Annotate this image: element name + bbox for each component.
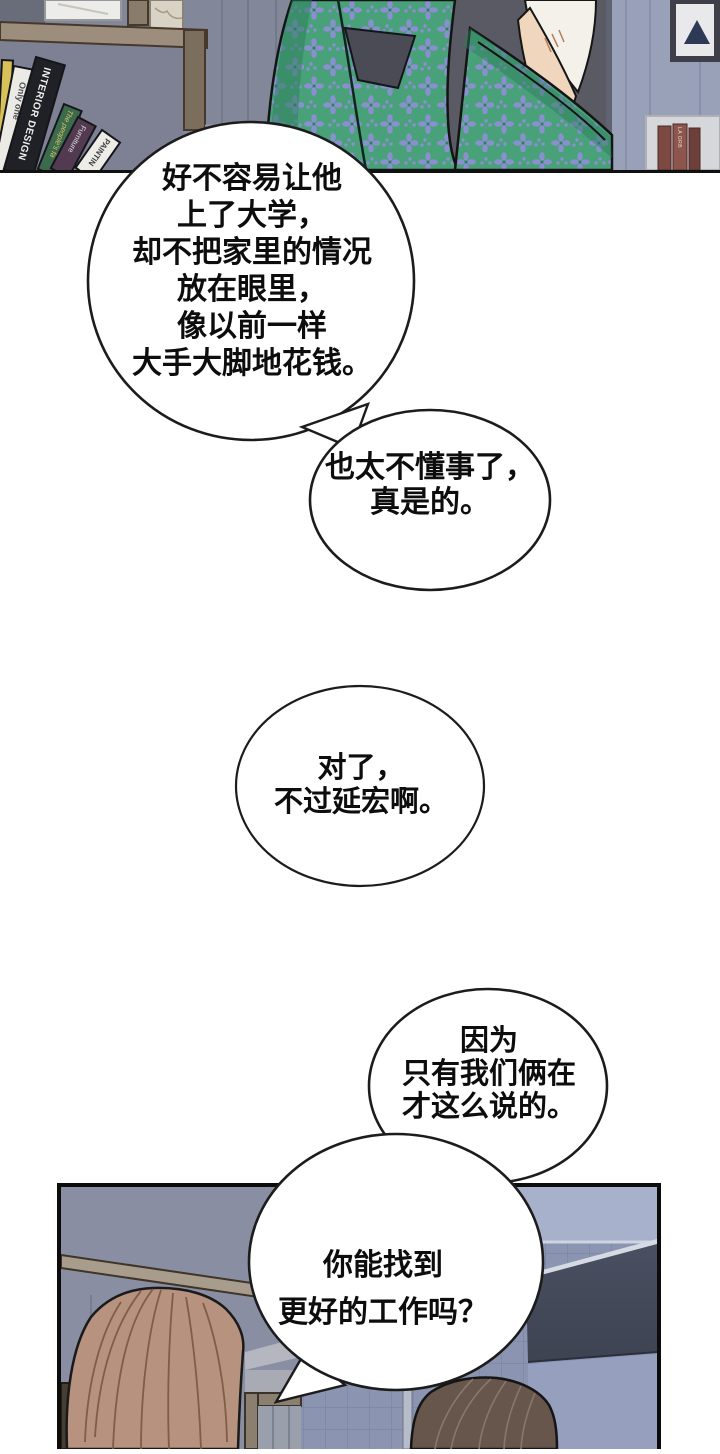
cabinet-wood-stile (244, 1392, 259, 1450)
right-cabinet: LA ORB (645, 115, 720, 171)
bubble-line: 好不容易让他 (162, 162, 342, 195)
bubble-line: 真是的。 (370, 486, 490, 519)
book-title-right: LA ORB (676, 127, 682, 148)
sleeve-shadow (462, 28, 612, 158)
lower-cabinet (244, 1337, 302, 1450)
bubble-line: 上了大学， (177, 199, 327, 232)
hair-strands (84, 1288, 228, 1450)
bubble-4-text: 因为 只有我们俩在 才这么说的。 (358, 1025, 620, 1124)
bubble-line: 才这么说的。 (401, 1091, 576, 1123)
bubble-2-text: 也太不懂事了， 真是的。 (304, 450, 556, 520)
shelf-board (0, 20, 208, 50)
art-frame-top-right (670, 0, 720, 62)
bubble-line: 不过延宏啊。 (273, 786, 448, 818)
shelf-post-upper (127, 0, 149, 26)
speech-bubble-2-tail (298, 402, 370, 450)
bubble-3-text: 对了， 不过延宏啊。 (236, 751, 486, 819)
metal-pole (402, 1316, 413, 1450)
bubble-line: 也太不懂事了， (325, 451, 535, 484)
bubble-line: 大手大脚地花钱。 (132, 347, 372, 380)
bubble-line: 更好的工作吗？ (278, 1296, 488, 1329)
bubble-line: 放在眼里， (177, 273, 327, 306)
picture-frame-left (44, 0, 122, 21)
range-hood (526, 1244, 657, 1362)
arm-wrinkles (544, 29, 565, 53)
bubble-line: 对了， (317, 752, 405, 784)
sleeve-fold-line (477, 41, 606, 141)
bottom-panel-scene (60, 1187, 658, 1451)
wall-below-hood (528, 1354, 657, 1449)
picture-frame-sketch (149, 0, 184, 32)
person-robe (263, 0, 614, 172)
bubble-line: 你能找到 (323, 1249, 443, 1282)
cabinet-face (245, 1370, 301, 1394)
bubble-1-text: 好不容易让他 上了大学， 却不把家里的情况 放在眼里， 像以前一样 大手大脚地花… (66, 160, 438, 382)
bubble-line: 因为 (459, 1025, 518, 1057)
top-panel: Only one INTERIOR DESIGN The people's fa… (0, 0, 720, 182)
hood-bottom-line (527, 1351, 658, 1363)
robe-sash (343, 26, 417, 90)
wall-above-tiles (301, 1187, 657, 1242)
woman-hair (65, 1286, 245, 1451)
shelf-post (183, 29, 206, 131)
bubble-line: 却不把家里的情况 (132, 236, 372, 269)
wall-corner-line (606, 0, 612, 170)
top-panel-scene: Only one INTERIOR DESIGN The people's fa… (0, 0, 720, 182)
cabinet-panel (258, 1406, 301, 1449)
robe-sleeve (453, 25, 614, 172)
bubble-line: 只有我们俩在 (401, 1058, 576, 1090)
bubble-5-text: 你能找到 更好的工作吗？ (252, 1242, 514, 1336)
bubble-line: 像以前一样 (177, 310, 327, 343)
